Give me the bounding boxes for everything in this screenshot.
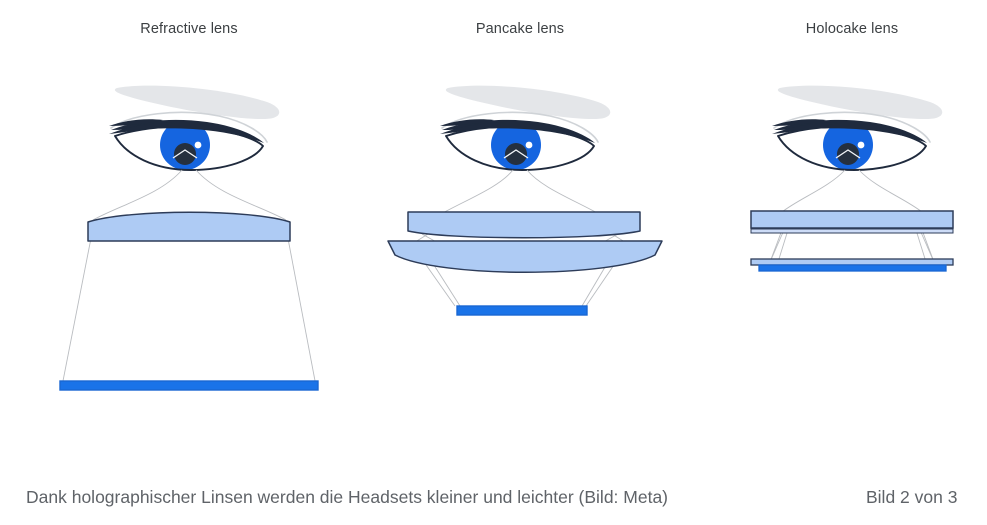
panel-title-refractive: Refractive lens (140, 21, 238, 37)
eye-illustration-refractive (109, 86, 279, 170)
lens-diagrams-svg (59, 0, 954, 391)
light-rays-refractive (61, 169, 317, 387)
display-panel-refractive (59, 380, 319, 391)
diagram-refractive (59, 86, 319, 391)
holographic-plate-top-holocake (750, 210, 954, 229)
light-rays-holocake (769, 169, 935, 263)
panel-title-pancake: Pancake lens (475, 21, 565, 37)
lens-comparison-figure: Refractive lens Pancake lens Holocake le… (59, 0, 954, 391)
meniscus-lens-pancake (407, 211, 641, 239)
display-panel-pancake (456, 305, 588, 316)
thin-film-layer-holocake (750, 228, 954, 234)
eye-illustration-pancake (440, 86, 610, 170)
figure-caption: Dank holographischer Linsen werden die H… (26, 487, 669, 507)
plano-convex-lens-pancake (387, 240, 663, 273)
figure-counter: Bild 2 von 3 (866, 487, 958, 507)
plano-convex-lens-refractive (87, 211, 291, 242)
diagram-holocake (750, 86, 954, 272)
holographic-plate-bottom-holocake (750, 258, 954, 266)
panel-title-holocake: Holocake lens (805, 21, 899, 37)
eye-illustration-holocake (772, 86, 942, 170)
display-panel-holocake (758, 264, 947, 272)
figure-caption-row: Dank holographischer Linsen werden die H… (0, 455, 987, 525)
diagram-pancake (387, 86, 663, 316)
